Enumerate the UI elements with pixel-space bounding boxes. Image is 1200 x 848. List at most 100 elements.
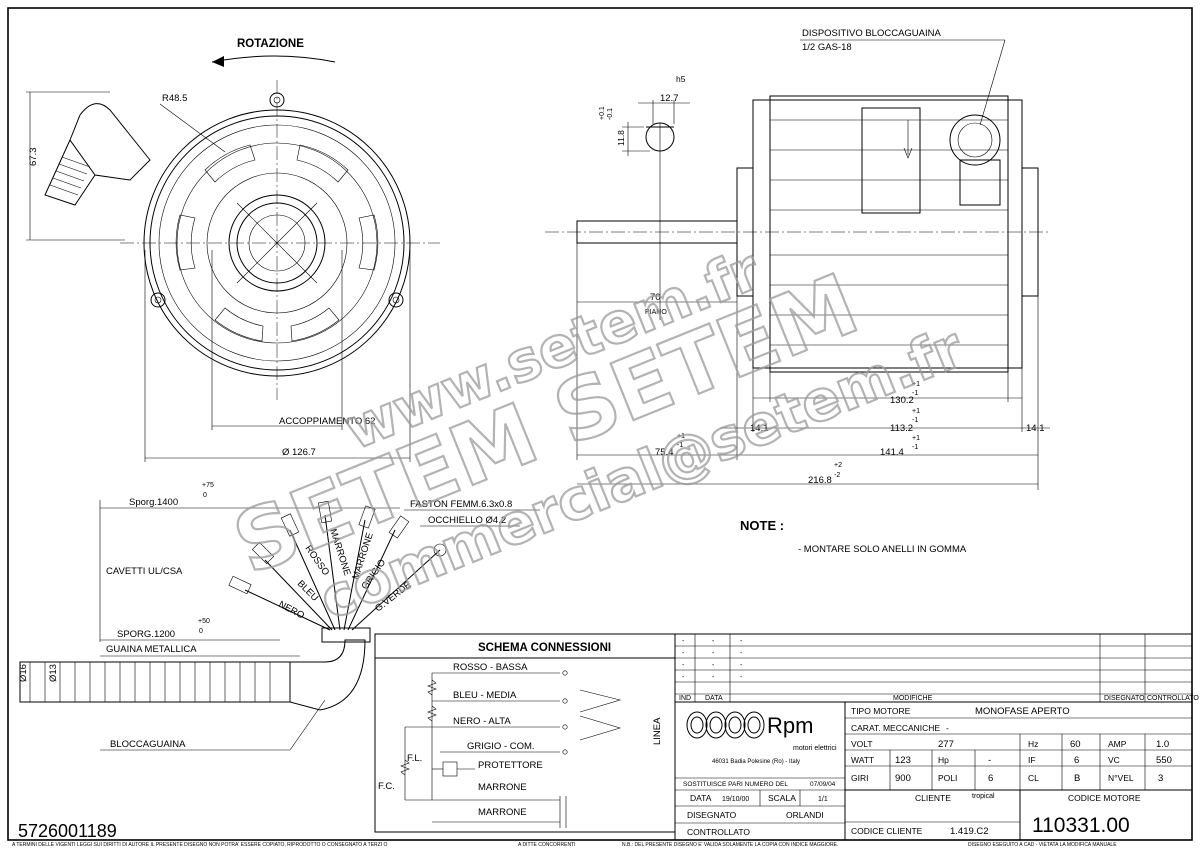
svg-text:-1: -1	[912, 390, 918, 397]
carat-value: -	[946, 723, 949, 733]
schema-title: SCHEMA CONNESSIONI	[478, 642, 611, 654]
sostituisce-label: SOSTITUISCE PARI NUMERO DEL	[683, 781, 788, 788]
radius-dim: R48.5	[162, 93, 187, 104]
tol-upper: +0.1	[599, 106, 606, 120]
sporg-bottom-tol-zero: 0	[199, 628, 203, 635]
footer-right: DISEGNO ESEGUITO A CAD - VIETATA LA MODI…	[968, 842, 1117, 848]
hdr-disegnato: DISEGNATO	[1104, 695, 1145, 702]
hp-label: Hp	[938, 755, 949, 765]
svg-text:+1: +1	[677, 433, 685, 440]
codice-motore-label: CODICE MOTORE	[1068, 793, 1141, 803]
hdr-ind: IND	[679, 695, 691, 702]
dim-141: 141.4	[880, 447, 904, 458]
svg-text:-: -	[712, 662, 715, 669]
rotation-label: ROTAZIONE	[237, 38, 304, 50]
schema-row-1: ROSSO - BASSA	[453, 662, 528, 673]
notes-title: NOTE :	[740, 518, 784, 533]
carat-label: CARAT. MECCANICHE	[851, 723, 940, 733]
poli-label: POLI	[938, 773, 957, 783]
volt-label: VOLT	[851, 739, 873, 749]
svg-text:-: -	[712, 650, 715, 657]
dim-130: 130.2	[890, 395, 914, 406]
nvel-value: 3	[1158, 773, 1163, 784]
amp-value: 1.0	[1156, 739, 1169, 750]
nvel-label: N°VEL	[1108, 773, 1134, 783]
footer-mid: A DITTE CONCORRENTI	[518, 842, 576, 848]
codice-cliente-label: CODICE CLIENTE	[851, 826, 923, 836]
dim-216: 216.8	[808, 475, 832, 486]
sporg-top-tol-zero: 0	[203, 492, 207, 499]
svg-text:-: -	[682, 662, 685, 669]
svg-text:-: -	[740, 638, 743, 645]
footer-nb: N.B.: DEL PRESENTE DISEGNO E' VALIDA SOL…	[622, 842, 838, 848]
footer-left: A TERMINI DELLE VIGENTI LEGGI SUI DIRITT…	[12, 842, 387, 848]
dim-14-left: 14.1	[750, 423, 769, 434]
connection-schema: SCHEMA CONNESSIONI ROSSO - BASSA BLEU - …	[374, 633, 676, 833]
device-label: DISPOSITIVO BLOCCAGUAINA	[802, 28, 941, 39]
hdr-modifiche: MODIFICHE	[893, 695, 933, 702]
wire-1: NERO	[277, 599, 306, 622]
height-dim: 67.3	[28, 148, 39, 167]
dim-75: 75.4	[655, 447, 674, 458]
company-address: 46031 Badia Polesine (Ro) - Italy	[712, 759, 800, 765]
watt-value: 123	[895, 755, 911, 766]
scala-label: SCALA	[768, 793, 796, 803]
data-value: 19/10/00	[722, 796, 749, 803]
data-label: DATA	[690, 793, 712, 803]
faston-label: FASTON FEMM.6.3x0.8	[410, 499, 512, 510]
scala-value: 1/1	[818, 796, 828, 803]
shaft-width-dim: 12.7	[660, 93, 679, 104]
company-sub: motori elettrici	[793, 745, 837, 752]
vc-label: VC	[1108, 755, 1120, 765]
codice-cliente-value: 1.419.C2	[950, 826, 989, 837]
svg-text:-: -	[682, 674, 685, 681]
svg-text:+1: +1	[912, 408, 920, 415]
diameter-dim: Ø 126.7	[282, 447, 316, 458]
sporg-top: Sporg.1400	[129, 497, 178, 508]
controllato-label: CONTROLLATO	[687, 827, 750, 837]
disegnato-value: ORLANDI	[786, 810, 824, 820]
sporg-bottom: SPORG.1200	[117, 629, 175, 640]
poli-value: 6	[988, 773, 993, 784]
dia-inner: Ø13	[48, 664, 59, 682]
side-view: DISPOSITIVO BLOCCAGUAINA 1/2 GAS-18 12.7…	[545, 28, 1050, 490]
watermark: www.setem.fr SETEM SETEM commercial@sete…	[220, 236, 974, 634]
title-block: - - - - - - - - - - - - IND DATA MODIFIC…	[674, 633, 1199, 841]
notes-line: - MONTARE SOLO ANELLI IN GOMMA	[798, 544, 967, 555]
cl-value: B	[1074, 773, 1080, 784]
svg-text:-: -	[712, 638, 715, 645]
schema-row-3: NERO - ALTA	[453, 716, 511, 727]
dim-130-tol: +1	[912, 381, 920, 388]
svg-text:-: -	[740, 650, 743, 657]
sostituisce-value: 07/09/04	[810, 781, 836, 788]
hdr-controllato: CONTROLLATO	[1147, 695, 1199, 702]
tol-lower: -0.1	[607, 108, 614, 120]
cavetti-label: CAVETTI UL/CSA	[106, 566, 183, 577]
piano-label: PIANO	[645, 309, 667, 316]
device-thread: 1/2 GAS-18	[802, 42, 852, 53]
tipo-motore-value: MONOFASE APERTO	[975, 706, 1070, 717]
svg-text:-2: -2	[834, 472, 840, 479]
svg-text:-: -	[712, 674, 715, 681]
giri-value: 900	[895, 773, 911, 784]
disegnato-label: DISEGNATO	[687, 810, 737, 820]
cliente-value: tropical	[972, 793, 995, 800]
schema-row-5: PROTETTORE	[478, 760, 543, 771]
occhiello-label: OCCHIELLO Ø4.2	[428, 515, 506, 526]
company-logo: Rpm	[686, 711, 813, 739]
schema-fc: F.C.	[378, 781, 395, 792]
sporg-top-tol-plus: +75	[202, 482, 214, 489]
tipo-motore-label: TIPO MOTORE	[851, 706, 911, 716]
schema-row-7: MARRONE	[478, 807, 527, 818]
schema-fl: F.L.	[407, 753, 422, 764]
dim-70: 70	[650, 292, 661, 303]
schema-row-2: BLEU - MEDIA	[453, 690, 517, 701]
schema-linea: LINEA	[652, 717, 663, 745]
hp-value: -	[988, 755, 991, 766]
coupling-dim: ACCOPPIAMENTO 62	[279, 416, 375, 427]
sporg-bottom-tol-plus: +50	[198, 618, 210, 625]
guaina-label: GUAINA METALLICA	[106, 644, 197, 655]
cl-label: CL	[1028, 773, 1039, 783]
hz-value: 60	[1070, 739, 1081, 750]
